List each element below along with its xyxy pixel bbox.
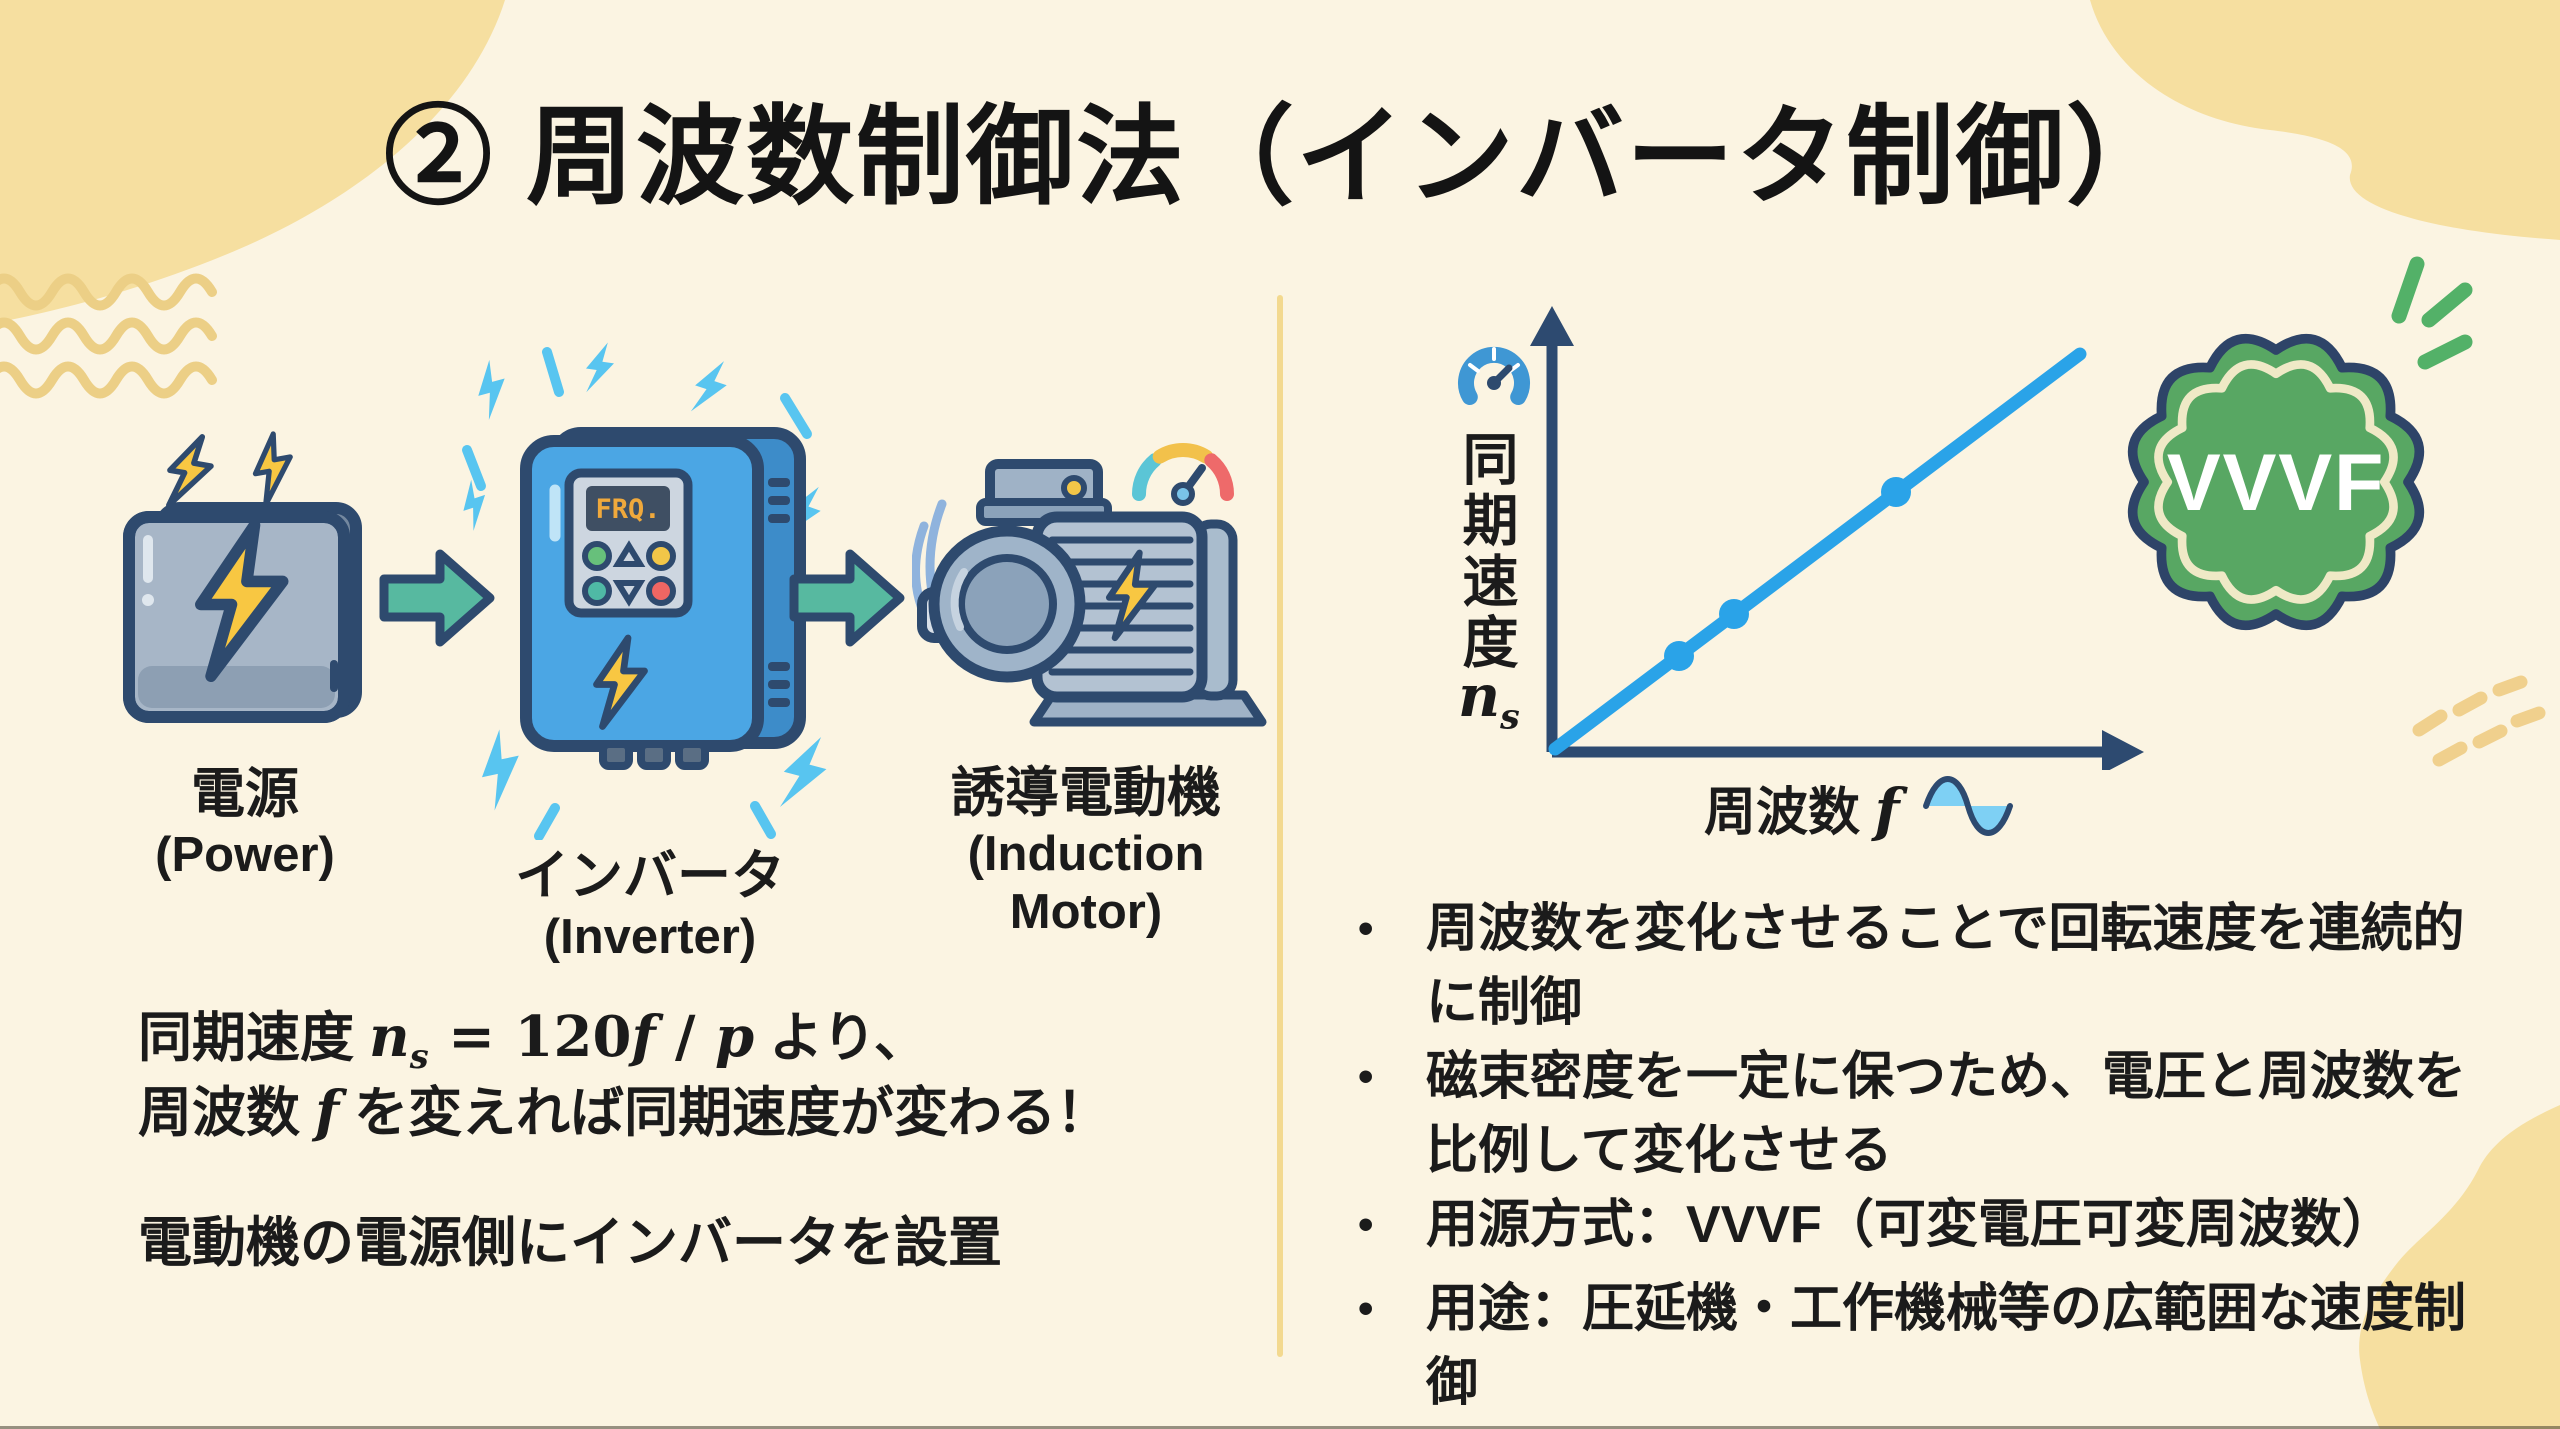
inverter-label-ja: インバータ: [515, 846, 785, 906]
induction-motor-icon: [912, 443, 1267, 727]
data-point: [1719, 599, 1749, 629]
note-line: 電動機の電源側にインバータを設置: [138, 1213, 1002, 1273]
power-label-en: (Power): [155, 827, 335, 882]
power-label: 電源 (Power): [85, 763, 405, 885]
inverter-button-down: [612, 580, 646, 607]
flow-arrow-icon: [379, 549, 495, 647]
formula-eq: = 120: [428, 1004, 632, 1070]
bullet-text: 磁束密度を一定に保つため、電圧と周波数を比例して変化させる: [1426, 1048, 2467, 1180]
linear-relation-line: [1548, 347, 2087, 756]
line2-prefix: 周波数: [138, 1083, 316, 1143]
bullet-dot: •: [1358, 1052, 1374, 1101]
bullet-dot: •: [1358, 1284, 1374, 1333]
list-item: • 用源方式：VVVF（可変電圧可変周波数）: [1338, 1188, 2534, 1262]
vvvf-badge: VVVF: [2127, 333, 2425, 631]
inverter-display-text: FRQ.: [595, 494, 660, 525]
bullet-text: 用途：圧延機・工作機械等の広範囲な速度制御: [1426, 1280, 2467, 1412]
bullet-text: 周波数を変化させることで回転速度を連続的に制御: [1426, 900, 2465, 1032]
ns-vs-f-chart: [1530, 306, 2144, 770]
power-label-ja: 電源: [191, 764, 299, 824]
y-axis-arrowhead: [1530, 306, 1574, 346]
line2-f: f: [315, 1079, 340, 1145]
formula-line-2: 周波数 f を変えれば同期速度が変わる！: [138, 1068, 1110, 1147]
inverter-button-up: [612, 540, 646, 567]
y-axis-label: 同期速度: [1455, 430, 1518, 674]
tan-dashes-icon: [2412, 675, 2546, 767]
formula-prefix: 同期速度: [138, 1008, 370, 1068]
x-label-text: 周波数: [1704, 784, 1875, 842]
formula-p: p: [715, 1004, 755, 1070]
inverter-button-teal: [582, 576, 612, 606]
x-label-f: f: [1874, 776, 1900, 844]
speed-gauge-icon: [1132, 443, 1234, 506]
formula-suffix: より、: [754, 1008, 928, 1068]
bottom-edge-line: [0, 1426, 2560, 1429]
inverter-button-red: [646, 576, 676, 606]
bullet-list: • 周波数を変化させることで回転速度を連続的に制御 • 磁束密度を一定に保つため、電…: [1338, 892, 2534, 1420]
motor-label-ja: 誘導電動機: [951, 763, 1221, 823]
bullet-dot: •: [1358, 904, 1374, 953]
speedometer-icon: [1458, 347, 1530, 405]
y-axis-symbol: ns: [1458, 662, 1520, 738]
bullet-text: 用源方式：VVVF（可変電圧可変周波数）: [1426, 1196, 2394, 1254]
y-symbol-sub: s: [1500, 696, 1520, 738]
inverter-display: [586, 486, 670, 531]
sine-wave-icon: [1923, 776, 2013, 836]
inverter-button-green: [582, 541, 612, 571]
line2-suffix: を変えれば同期速度が変わる！: [339, 1083, 1111, 1143]
flow-arrow-icon: [789, 549, 905, 647]
page-title: ② 周波数制御法（インバータ制御）: [383, 96, 2176, 217]
section-divider: [1277, 295, 1283, 1357]
formula-sub-s: s: [409, 1036, 429, 1077]
wave-lines-icon: [0, 273, 217, 399]
motor-label-en: (Induction Motor): [967, 826, 1205, 939]
x-axis-label: 周波数 f: [1704, 770, 1899, 845]
spark-bolts: [463, 342, 827, 811]
formula-line: 同期速度 ns = 120f / p より、: [138, 993, 928, 1076]
list-item: • 周波数を変化させることで回転速度を連続的に制御: [1338, 892, 2534, 1040]
data-point: [1664, 641, 1694, 671]
y-symbol-n: n: [1458, 662, 1501, 730]
green-sparkle-dashes-icon: [2391, 256, 2473, 370]
formula-n: n: [369, 1004, 410, 1070]
x-axis-arrowhead: [2102, 730, 2144, 770]
blob-top-left: [0, 0, 505, 322]
inverter-label: インバータ (Inverter): [468, 845, 832, 967]
list-item: • 用途：圧延機・工作機械等の広範囲な速度制御: [1338, 1272, 2534, 1420]
motor-label: 誘導電動機 (Induction Motor): [900, 762, 1272, 941]
inverter-label-en: (Inverter): [543, 909, 757, 964]
power-source-icon: [123, 431, 362, 723]
formula-slash: /: [655, 1004, 715, 1070]
inverter-icon: FRQ.: [462, 342, 827, 840]
blob-bottom-right: [2359, 1105, 2560, 1429]
formula-f: f: [631, 1004, 656, 1070]
inverter-button-yellow: [646, 541, 676, 571]
vvvf-badge-text: VVVF: [2167, 438, 2385, 528]
blob-top-right: [2090, 0, 2560, 240]
bullet-dot: •: [1358, 1200, 1374, 1249]
data-point: [1881, 477, 1911, 507]
list-item: • 磁束密度を一定に保つため、電圧と周波数を比例して変化させる: [1338, 1040, 2534, 1188]
